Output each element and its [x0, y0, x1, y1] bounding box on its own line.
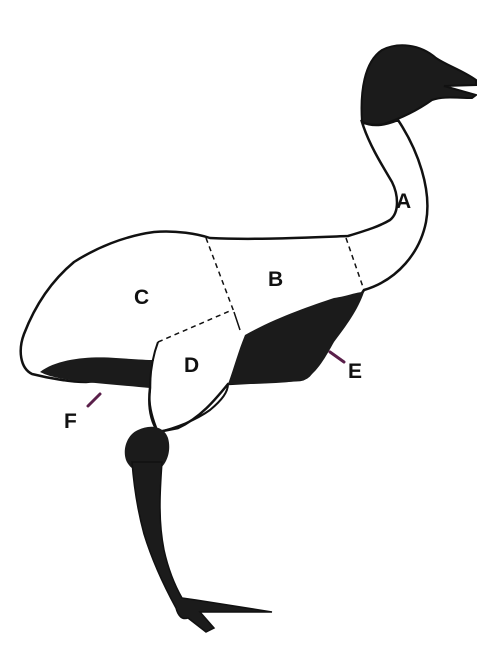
label-d: D	[184, 354, 199, 377]
bird-head	[362, 45, 476, 125]
label-f: F	[64, 410, 77, 433]
pointer-e	[330, 352, 344, 362]
label-b: B	[268, 268, 283, 291]
bird-lower-leg	[132, 462, 272, 632]
label-a: A	[396, 190, 411, 213]
label-e: E	[348, 360, 362, 383]
label-c: C	[134, 286, 149, 309]
bird-body-outline	[21, 120, 428, 432]
pointer-f	[88, 394, 100, 406]
